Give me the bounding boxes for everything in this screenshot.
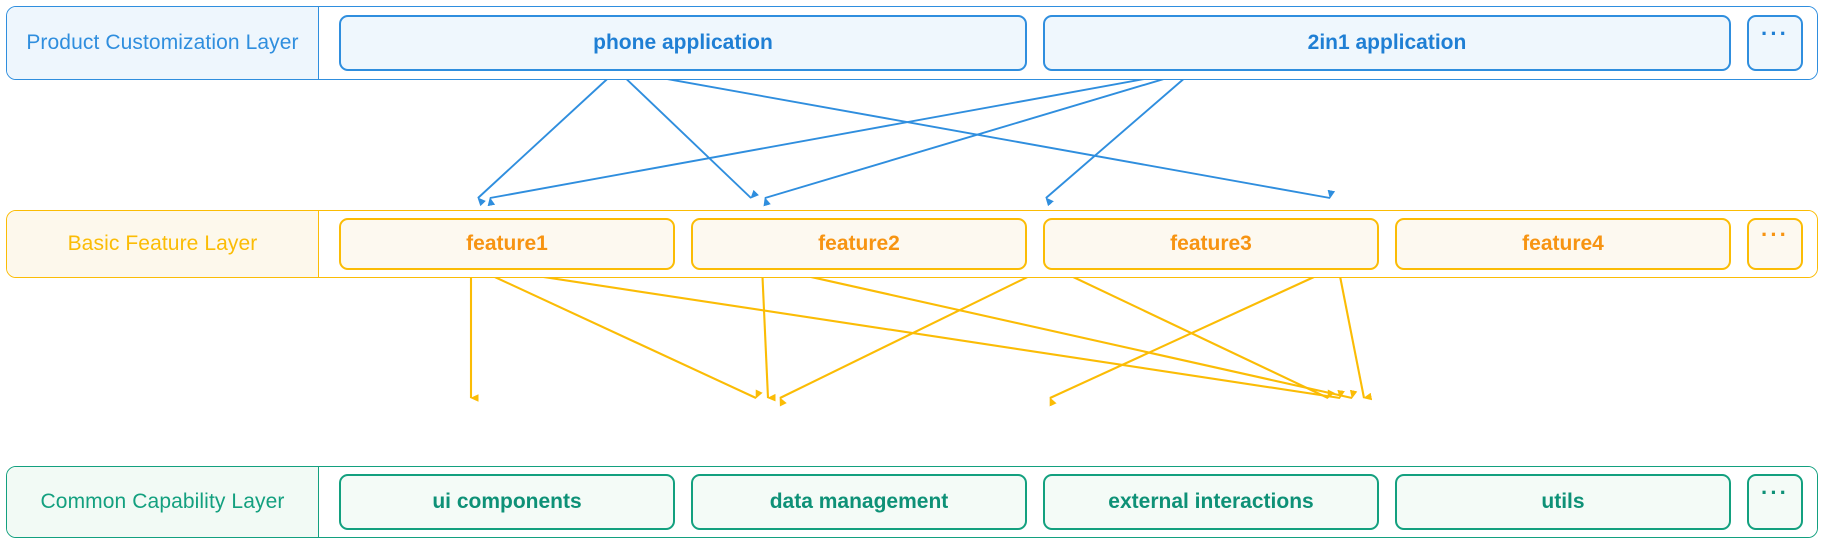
node-utils[interactable]: utils — [1395, 474, 1731, 530]
node-feature4[interactable]: feature4 — [1395, 218, 1731, 270]
layer-product-customization: Product Customization Layer phone applic… — [6, 6, 1818, 80]
node-data-management[interactable]: data management — [691, 474, 1027, 530]
edge-2in1-to-feature2 — [763, 69, 1195, 207]
edge-feature4-to-utils — [1336, 265, 1373, 401]
layer-label-common-capability: Common Capability Layer — [7, 467, 319, 537]
layer-label-basic-feature: Basic Feature Layer — [7, 211, 319, 277]
node-feature3[interactable]: feature3 — [1043, 218, 1379, 270]
edge-2in1-to-feature1 — [487, 69, 1195, 207]
edge-feature2-to-utils — [761, 264, 1358, 400]
node-feature2[interactable]: feature2 — [691, 218, 1027, 270]
ellipsis-icon: ··· — [1761, 21, 1789, 46]
edge-2in1-to-feature3 — [1045, 69, 1195, 207]
layer-label-product-customization: Product Customization Layer — [7, 7, 319, 79]
ellipsis-icon: ··· — [1761, 222, 1789, 247]
edge-feature3-to-data-management — [779, 265, 1051, 407]
node-feature1[interactable]: feature1 — [339, 218, 675, 270]
layer-nodes-product-customization: phone application 2in1 application ··· — [319, 7, 1817, 79]
edge-feature1-to-utils — [470, 264, 1345, 400]
edge-feature3-to-utils — [1049, 265, 1335, 399]
layer-nodes-basic-feature: feature1 feature2 feature3 feature4 ··· — [319, 211, 1817, 277]
edge-phone-to-feature1 — [477, 69, 618, 207]
layer-common-capability: Common Capability Layer ui components da… — [6, 466, 1818, 538]
node-more-common-capability[interactable]: ··· — [1747, 474, 1803, 530]
node-more-product-customization[interactable]: ··· — [1747, 15, 1803, 71]
node-external-interactions[interactable]: external interactions — [1043, 474, 1379, 530]
node-2in1-application[interactable]: 2in1 application — [1043, 15, 1731, 71]
layer-nodes-common-capability: ui components data management external i… — [319, 467, 1817, 537]
node-ui-components[interactable]: ui components — [339, 474, 675, 530]
node-more-basic-feature[interactable]: ··· — [1747, 218, 1803, 270]
node-phone-application[interactable]: phone application — [339, 15, 1027, 71]
edge-feature1-to-data-management — [470, 265, 763, 399]
ellipsis-icon: ··· — [1761, 480, 1789, 505]
edge-feature4-to-external-interactions — [1049, 265, 1339, 407]
edge-feature2-to-data-management — [760, 265, 776, 402]
edge-phone-to-feature4 — [616, 69, 1336, 199]
edges-feature-to-capability — [469, 264, 1373, 407]
edge-phone-to-feature2 — [616, 69, 759, 199]
edges-product-to-feature — [477, 69, 1336, 207]
layer-basic-feature: Basic Feature Layer feature1 feature2 fe… — [6, 210, 1818, 278]
